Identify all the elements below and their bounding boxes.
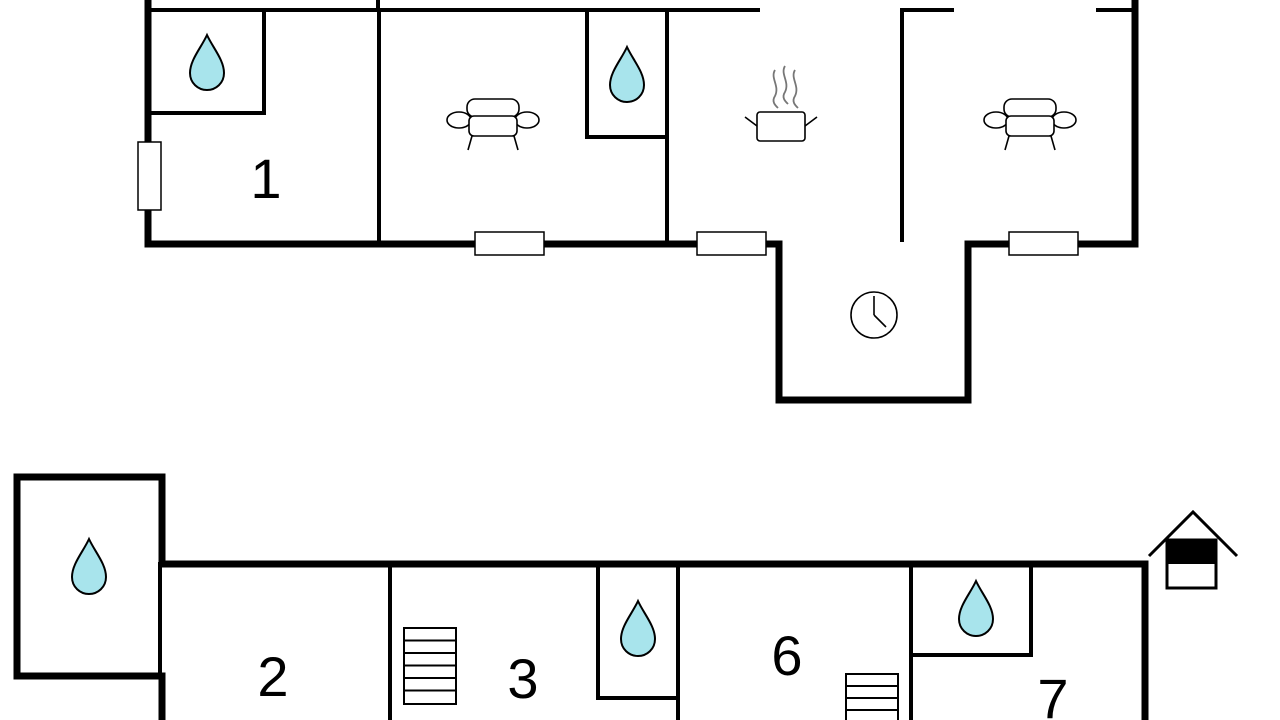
house-icon <box>1147 509 1239 590</box>
clock-icon <box>850 291 898 339</box>
bathroom-drop-icon <box>958 580 994 637</box>
room-number-1: 1 <box>250 147 281 210</box>
room-number-6: 6 <box>771 624 802 687</box>
sofa-icon <box>983 98 1077 151</box>
upper-floor: 1 <box>137 0 1139 404</box>
stairs-icon <box>845 673 899 720</box>
window <box>696 231 767 256</box>
room-number-7: 7 <box>1037 667 1068 720</box>
room-number-3: 3 <box>507 647 538 710</box>
window <box>137 141 162 211</box>
lower-floor: 2 3 6 7 <box>13 473 1239 720</box>
window <box>1008 231 1079 256</box>
sofa-icon <box>446 98 540 151</box>
bathroom-drop-icon <box>71 538 107 595</box>
window <box>474 231 545 256</box>
bathroom-drop-icon <box>609 46 645 103</box>
stairs-icon <box>403 627 457 705</box>
bathroom-drop-icon <box>620 600 656 657</box>
bathroom-drop-icon <box>189 34 225 91</box>
room-number-2: 2 <box>257 645 288 708</box>
cooking-pot-icon <box>744 65 818 142</box>
